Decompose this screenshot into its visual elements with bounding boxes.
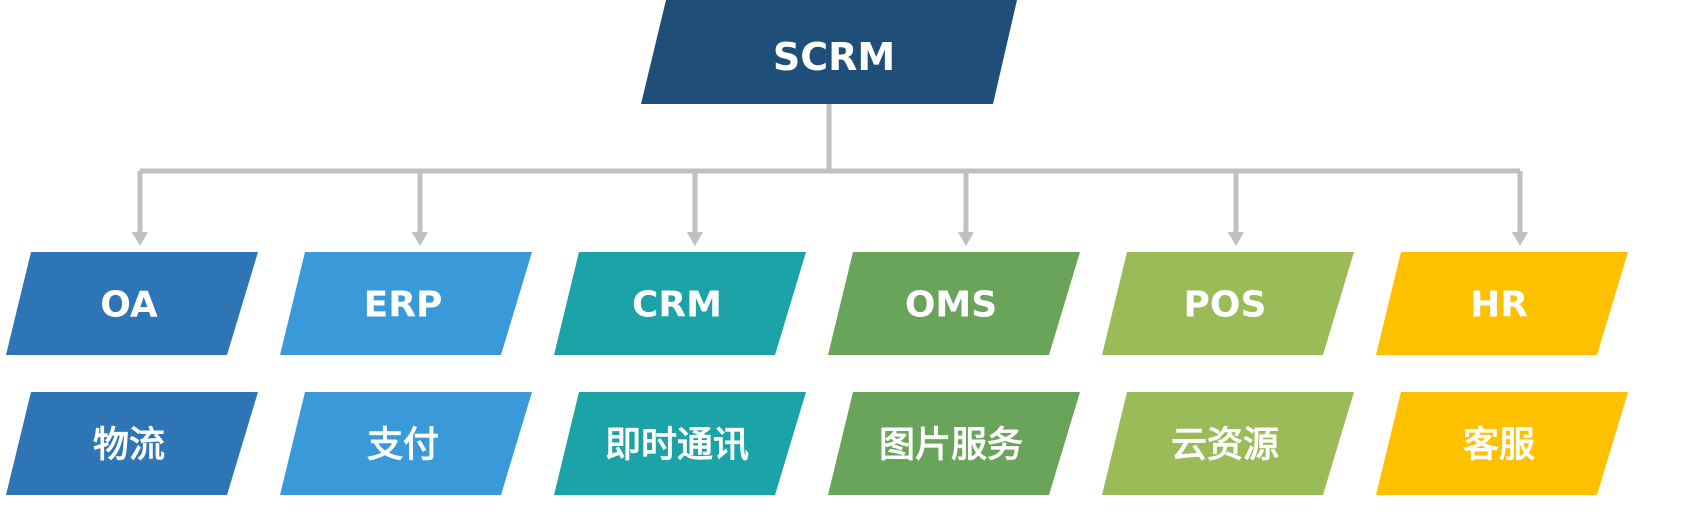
system-node-label: OMS [905, 285, 997, 326]
arrowhead-crm [687, 232, 703, 246]
system-node-shape [1102, 252, 1354, 355]
system-node-hr: HR [1376, 252, 1628, 355]
arrowhead-erp [412, 232, 428, 246]
sub-node-shape [280, 392, 532, 495]
arrowhead-oms [958, 232, 974, 246]
sub-node-label: 图片服务 [879, 425, 1023, 466]
system-node-shape [280, 252, 532, 355]
sub-node-erp: 支付 [280, 392, 532, 495]
sub-node-label: 物流 [93, 425, 165, 466]
system-node-label: HR [1470, 285, 1528, 326]
sub-node-shape [1376, 392, 1628, 495]
sub-node-pos: 云资源 [1102, 392, 1354, 495]
system-node-label: ERP [364, 285, 443, 326]
arrowhead-oa [132, 232, 148, 246]
sub-node-oms: 图片服务 [828, 392, 1080, 495]
system-node-oa: OA [6, 252, 258, 355]
system-node-shape [554, 252, 806, 355]
sub-node-shape [6, 392, 258, 495]
system-node-crm: CRM [554, 252, 806, 355]
system-node-label: POS [1184, 285, 1267, 326]
system-nodes: OA ERP CRM OMS POS HR [6, 252, 1628, 355]
sub-nodes: 物流 支付 即时通讯 图片服务 云资源 客服 [6, 392, 1628, 495]
sub-node-shape [1102, 392, 1354, 495]
root-node-scrm: SCRM [641, 0, 1017, 104]
sub-node-shape [554, 392, 806, 495]
sub-node-shape [828, 392, 1080, 495]
system-node-erp: ERP [280, 252, 532, 355]
arrowhead-hr [1512, 232, 1528, 246]
system-node-label: OA [100, 285, 158, 326]
root-node-shape [641, 0, 1017, 104]
sub-node-oa: 物流 [6, 392, 258, 495]
system-node-label: CRM [632, 285, 722, 326]
sub-node-label: 云资源 [1171, 425, 1279, 466]
system-node-oms: OMS [828, 252, 1080, 355]
root-node-label: SCRM [773, 35, 895, 79]
sub-node-crm: 即时通讯 [554, 392, 806, 495]
arrowhead-pos [1228, 232, 1244, 246]
connector-lines [132, 104, 1528, 246]
system-node-pos: POS [1102, 252, 1354, 355]
system-node-shape [6, 252, 258, 355]
sub-node-label: 支付 [367, 425, 439, 466]
sub-node-label: 即时通讯 [605, 425, 749, 466]
system-node-shape [1376, 252, 1628, 355]
system-node-shape [828, 252, 1080, 355]
sub-node-label: 客服 [1463, 425, 1535, 466]
sub-node-hr: 客服 [1376, 392, 1628, 495]
branch-arrows [132, 171, 1528, 246]
